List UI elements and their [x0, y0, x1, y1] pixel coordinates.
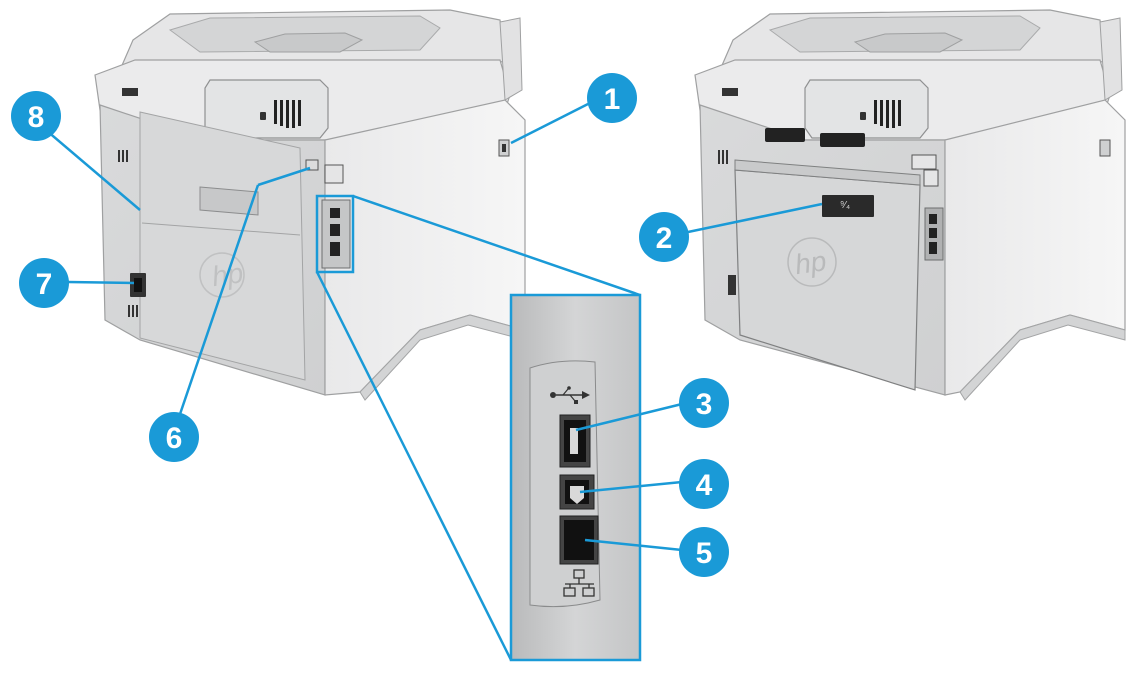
- callout-4: 4: [679, 459, 729, 509]
- vent-grille: [274, 100, 301, 128]
- svg-text:1: 1: [604, 83, 621, 116]
- callout-7: 7: [19, 258, 69, 308]
- svg-text:⁹⁄₄: ⁹⁄₄: [840, 200, 850, 211]
- svg-text:8: 8: [28, 101, 45, 134]
- callout-3: 3: [679, 378, 729, 428]
- svg-text:2: 2: [656, 222, 673, 255]
- svg-text:4: 4: [696, 469, 713, 502]
- port-panel-closeup: [509, 293, 642, 662]
- leader-lines: [39, 102, 823, 661]
- usb-icon: [550, 386, 590, 404]
- printer-right: ⁹⁄₄ hp: [694, 9, 1126, 401]
- callout-5: 5: [679, 527, 729, 577]
- svg-text:7: 7: [36, 268, 53, 301]
- callout-1: 1: [587, 73, 637, 123]
- svg-text:5: 5: [696, 537, 713, 570]
- callout-6: 6: [149, 412, 199, 462]
- network-icon: [563, 569, 595, 597]
- usb-host-port: [559, 414, 591, 468]
- callout-2: 2: [639, 212, 689, 262]
- printer-left: hp: [94, 9, 526, 401]
- svg-text:3: 3: [696, 388, 713, 421]
- usb-device-port: [559, 474, 595, 510]
- hp-logo-right: hp: [793, 245, 828, 280]
- svg-text:6: 6: [166, 422, 183, 455]
- callout-8: 8: [11, 91, 61, 141]
